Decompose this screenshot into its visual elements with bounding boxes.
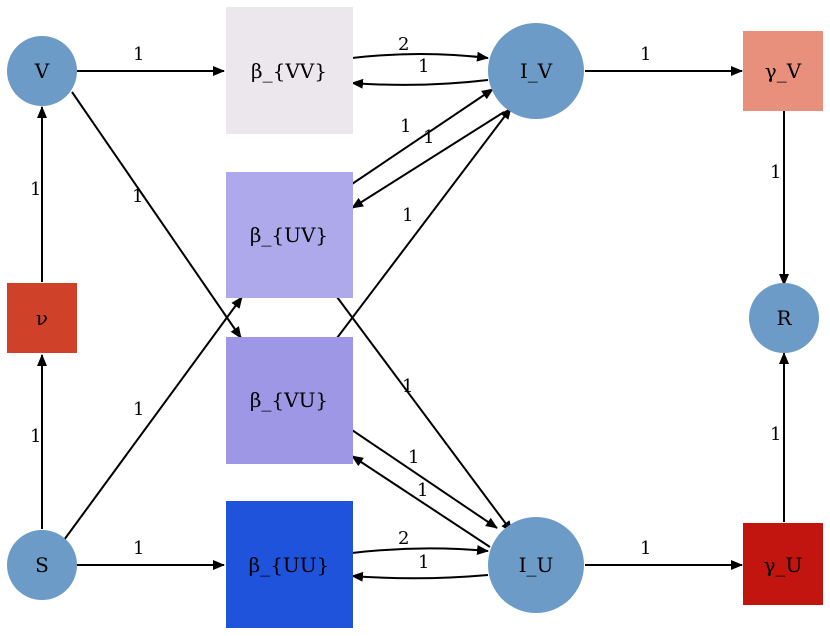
edge-line — [336, 296, 513, 533]
node-S-shape — [7, 530, 77, 600]
edge-bUV-IV: 1 — [351, 88, 494, 185]
edge-bUV-IU: 1 — [336, 296, 513, 533]
edge-weight: 1 — [133, 44, 144, 65]
edge-weight: 1 — [770, 424, 781, 445]
node-nu[interactable]: ν — [7, 283, 77, 353]
node-gU-label: γ_U — [764, 553, 803, 577]
edge-IV-bUV: 1 — [351, 111, 505, 209]
edge-weight: 1 — [417, 480, 428, 501]
node-nu-label: ν — [36, 306, 48, 330]
edge-gU-R: 1 — [770, 352, 789, 522]
node-V[interactable]: V — [7, 36, 77, 106]
node-gV-label: γ_V — [765, 59, 802, 83]
edge-bVU-IU: 1 — [351, 429, 498, 529]
node-bUV-shape — [226, 172, 353, 298]
edge-bVU-IV: 1 — [336, 107, 512, 339]
edge-weight: 1 — [423, 127, 434, 148]
edge-weight: 1 — [770, 162, 781, 183]
node-IV-label: I_V — [520, 59, 553, 83]
edge-IU-bVU: 1 — [351, 455, 491, 548]
node-S-label: S — [35, 553, 49, 577]
edge-weight: 1 — [30, 426, 41, 447]
edge-IV-bVV: 1 — [351, 56, 489, 89]
edge-nu-V: 1 — [30, 106, 47, 282]
node-gU-shape — [743, 523, 823, 605]
node-bVU-label: β_{VU} — [250, 388, 328, 412]
node-bVV-shape — [226, 7, 353, 134]
edge-IU-bUU: 1 — [351, 552, 489, 582]
node-S[interactable]: S — [7, 530, 77, 600]
node-IU[interactable]: I_U — [488, 517, 584, 613]
edge-weight: 1 — [30, 179, 41, 200]
edge-line — [351, 88, 494, 185]
edge-weight: 1 — [132, 186, 143, 207]
node-gV[interactable]: γ_V — [743, 31, 823, 111]
edge-weight: 1 — [133, 399, 144, 420]
edge-S-nu: 1 — [30, 354, 47, 529]
edge-line — [351, 571, 489, 582]
edge-weight: 2 — [398, 34, 409, 55]
edge-line — [351, 429, 498, 529]
edge-S-bUU: 1 — [77, 538, 225, 570]
edge-line — [351, 51, 489, 62]
node-R-label: R — [776, 306, 792, 330]
edge-weight: 1 — [418, 552, 429, 573]
edge-weight: 1 — [402, 205, 413, 226]
node-V-label: V — [34, 59, 50, 83]
node-R-shape — [749, 283, 819, 353]
node-bVU[interactable]: β_{VU} — [226, 337, 353, 464]
node-IU-shape — [488, 517, 584, 613]
edge-line — [351, 545, 489, 556]
edge-weight: 2 — [398, 528, 409, 549]
edge-weight: 1 — [408, 447, 419, 468]
edge-line — [63, 296, 243, 541]
node-IV[interactable]: I_V — [488, 23, 584, 119]
edge-IU-gU: 1 — [585, 538, 743, 570]
edge-weight: 1 — [402, 376, 413, 397]
edge-weight: 1 — [640, 44, 651, 65]
edge-weight: 1 — [640, 538, 651, 559]
node-IU-label: I_U — [519, 553, 554, 577]
node-R[interactable]: R — [749, 283, 819, 353]
edge-weight: 1 — [400, 116, 411, 137]
edge-line — [351, 111, 505, 209]
edge-gV-R: 1 — [770, 111, 789, 286]
node-gV-shape — [743, 31, 823, 111]
edge-weight: 1 — [418, 56, 429, 77]
node-bUU-shape — [226, 501, 353, 628]
node-bUU[interactable]: β_{UU} — [226, 501, 353, 628]
node-bVV-label: β_{VV} — [251, 59, 327, 83]
edges: 1 2 1 1 1 1 1 1 — [30, 34, 789, 582]
edge-IV-gV: 1 — [585, 44, 743, 76]
edge-line — [351, 455, 491, 548]
edge-weight: 1 — [133, 538, 144, 559]
node-bUU-label: β_{UU} — [249, 553, 330, 577]
node-IV-shape — [488, 23, 584, 119]
edge-line — [71, 91, 242, 339]
node-bUV-label: β_{UV} — [250, 223, 328, 247]
edge-line — [351, 78, 489, 89]
edge-line — [336, 107, 512, 339]
node-bVU-shape — [226, 337, 353, 464]
edge-bVV-IV: 2 — [351, 34, 489, 62]
edge-bUU-IU: 2 — [351, 528, 489, 556]
node-gU[interactable]: γ_U — [743, 523, 823, 605]
nodes: V S I_V I_U R ν β_{VV} β_{UV} — [7, 7, 823, 628]
node-bVV[interactable]: β_{VV} — [226, 7, 353, 134]
edge-V-bVV: 1 — [77, 44, 225, 76]
node-nu-shape — [7, 283, 77, 353]
node-V-shape — [7, 36, 77, 106]
edge-S-bUV: 1 — [63, 296, 243, 541]
edge-V-bVU: 1 — [71, 91, 242, 339]
node-bUV[interactable]: β_{UV} — [226, 172, 353, 298]
